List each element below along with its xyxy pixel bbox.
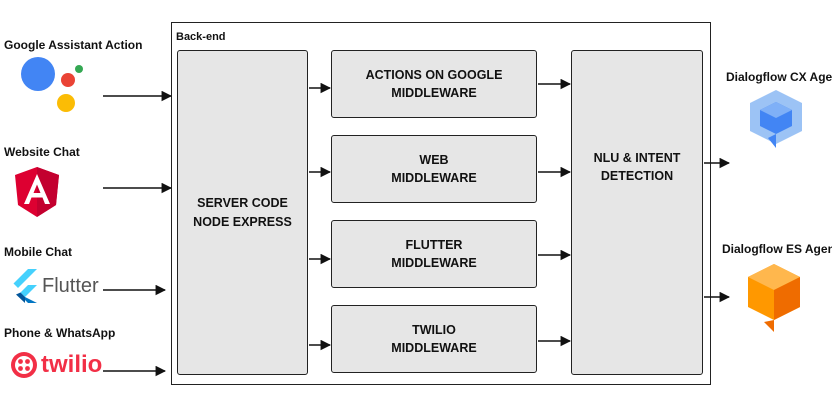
middleware-line2: MIDDLEWARE — [391, 171, 477, 185]
flutter-logo-text: Flutter — [42, 275, 99, 297]
google-assistant-icon — [21, 57, 83, 112]
source-label-website-chat: Website Chat — [4, 145, 80, 159]
dialogflow-es-icon — [748, 264, 800, 332]
middleware-box-twilio: TWILIO MIDDLEWARE — [331, 305, 537, 373]
middleware-line1: WEB — [419, 152, 449, 167]
middleware-line2: MIDDLEWARE — [391, 341, 477, 355]
source-label-mobile-chat: Mobile Chat — [4, 245, 72, 259]
source-label-google-assistant: Google Assistant Action — [4, 38, 143, 52]
middleware-line1: TWILIO — [412, 322, 456, 337]
nlu-line2: DETECTION — [600, 169, 674, 184]
middleware-line1: FLUTTER — [405, 237, 463, 252]
backend-label: Back-end — [176, 31, 226, 43]
flutter-icon — [13, 269, 37, 303]
twilio-logo-text: twilio — [41, 351, 103, 378]
twilio-icon — [11, 352, 37, 378]
angular-icon — [15, 167, 59, 217]
middleware-line2: MIDDLEWARE — [391, 86, 477, 100]
server-line1: SERVER CODE — [197, 196, 288, 211]
server-code-box: SERVER CODE NODE EXPRESS — [177, 50, 308, 375]
target-label-dialogflow-cx: Dialogflow CX Agent — [726, 70, 832, 84]
source-label-phone-whatsapp: Phone & WhatsApp — [4, 326, 116, 340]
middleware-line2: MIDDLEWARE — [391, 256, 477, 270]
nlu-line1: NLU & INTENT — [593, 151, 681, 165]
server-line2: NODE EXPRESS — [193, 214, 292, 229]
middleware-box-web: WEB MIDDLEWARE — [331, 135, 537, 203]
target-label-dialogflow-es: Dialogflow ES Agent — [722, 242, 832, 256]
nlu-intent-detection-box: NLU & INTENT DETECTION — [571, 50, 703, 375]
middleware-line1: ACTIONS ON GOOGLE — [365, 67, 503, 82]
middleware-box-actions-on-google: ACTIONS ON GOOGLE MIDDLEWARE — [331, 50, 537, 118]
middleware-box-flutter: FLUTTER MIDDLEWARE — [331, 220, 537, 288]
dialogflow-cx-icon — [750, 90, 802, 148]
